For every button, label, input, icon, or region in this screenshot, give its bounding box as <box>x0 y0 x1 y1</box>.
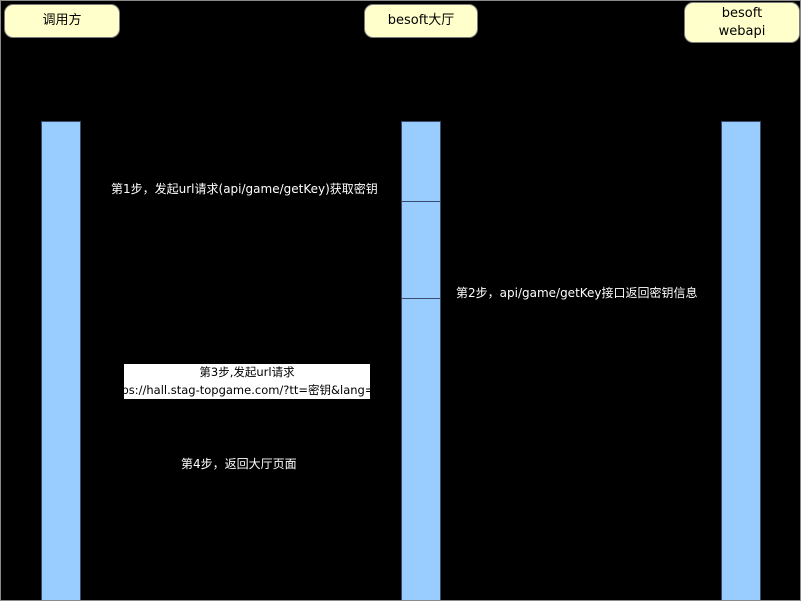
participant-caller: 调用方 <box>4 4 120 38</box>
message-step3-line2: (https://hall.stag-topgame.com/?tt=密钥&la… <box>100 382 394 397</box>
lifeline-besoft-hall-segment-1 <box>401 121 441 202</box>
participant-besoft-webapi-label-line2: webapi <box>718 23 766 39</box>
message-step3-line1: 第3步,发起url请求 <box>199 365 295 380</box>
message-step2: 第2步，api/game/getKey接口返回密钥信息 <box>456 286 698 300</box>
participant-besoft-hall-label: besoft大厅 <box>387 13 455 29</box>
participant-besoft-hall: besoft大厅 <box>364 4 478 38</box>
participant-besoft-webapi-label-line1: besoft <box>721 5 763 21</box>
lifeline-besoft-hall-segment-3 <box>401 298 441 600</box>
lifeline-besoft-hall-segment-2 <box>401 201 441 299</box>
message-step4: 第4步，返回大厅页面 <box>181 457 297 471</box>
lifeline-caller <box>41 121 81 600</box>
message-step1: 第1步，发起url请求(api/game/getKey)获取密钥 <box>111 182 378 196</box>
participant-caller-label: 调用方 <box>42 13 82 29</box>
participant-besoft-webapi: besoft webapi <box>684 2 800 43</box>
lifeline-besoft-webapi <box>721 121 761 600</box>
message-step3-note: 第3步,发起url请求 (https://hall.stag-topgame.c… <box>101 363 393 400</box>
